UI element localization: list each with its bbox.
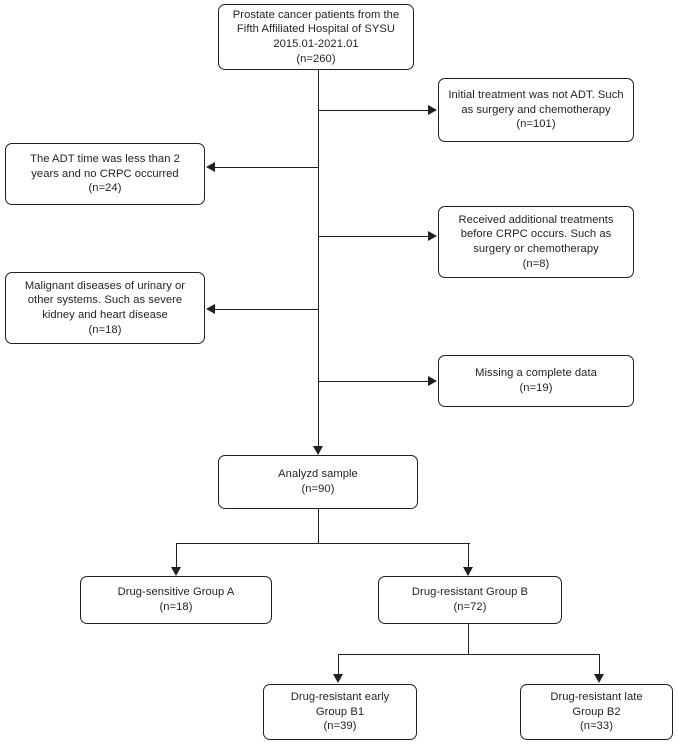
node-exclusion-missing-data: Missing a complete data (n=19) bbox=[438, 355, 634, 407]
connector-analyzed-stem bbox=[318, 509, 319, 543]
node-group-b1-drug-resistant-early: Drug-resistant early Group B1 (n=39) bbox=[263, 684, 417, 740]
arrowhead-to-group-b bbox=[463, 567, 473, 576]
connector-drop-to-group-b1 bbox=[338, 654, 339, 675]
arrowhead-to-group-b2 bbox=[594, 674, 604, 683]
node-source-population: Prostate cancer patients from the Fifth … bbox=[218, 4, 414, 70]
connector-to-exclusion-missing-data bbox=[318, 381, 428, 382]
connector-main-trunk bbox=[318, 70, 319, 446]
arrowhead-to-exclusion-adt-short bbox=[206, 162, 215, 172]
node-exclusion-additional-treatments: Received additional treatments before CR… bbox=[438, 206, 634, 278]
node-group-b-drug-resistant: Drug-resistant Group B (n=72) bbox=[378, 576, 562, 624]
connector-drop-to-group-a bbox=[176, 543, 177, 568]
node-exclusion-malignant-diseases: Malignant diseases of urinary or other s… bbox=[5, 272, 205, 344]
connector-group-b-stem bbox=[468, 624, 469, 654]
node-exclusion-initial-treatment-not-adt: Initial treatment was not ADT. Such as s… bbox=[438, 78, 634, 142]
connector-to-exclusion-not-adt bbox=[318, 110, 428, 111]
connector-drop-to-group-b2 bbox=[599, 654, 600, 675]
node-analyzed-sample: Analyzd sample (n=90) bbox=[218, 455, 418, 509]
connector-to-exclusion-adt-short bbox=[215, 167, 319, 168]
connector-to-exclusion-malignant bbox=[215, 309, 319, 310]
arrowhead-to-exclusion-malignant bbox=[206, 304, 215, 314]
connector-drop-to-group-b bbox=[468, 543, 469, 568]
connector-split-groups-b1-b2 bbox=[338, 654, 600, 655]
arrowhead-to-exclusion-missing-data bbox=[428, 376, 437, 386]
node-exclusion-adt-time-less-than-2-years: The ADT time was less than 2 years and n… bbox=[5, 143, 205, 205]
arrowhead-to-exclusion-additional-tx bbox=[428, 231, 437, 241]
arrowhead-to-analyzed-sample bbox=[313, 446, 323, 455]
node-group-b2-drug-resistant-late: Drug-resistant late Group B2 (n=33) bbox=[520, 684, 673, 740]
node-group-a-drug-sensitive: Drug-sensitive Group A (n=18) bbox=[80, 576, 272, 624]
arrowhead-to-exclusion-not-adt bbox=[428, 105, 437, 115]
arrowhead-to-group-a bbox=[171, 567, 181, 576]
connector-to-exclusion-additional-tx bbox=[318, 236, 428, 237]
arrowhead-to-group-b1 bbox=[333, 674, 343, 683]
connector-split-groups-ab bbox=[176, 543, 470, 544]
